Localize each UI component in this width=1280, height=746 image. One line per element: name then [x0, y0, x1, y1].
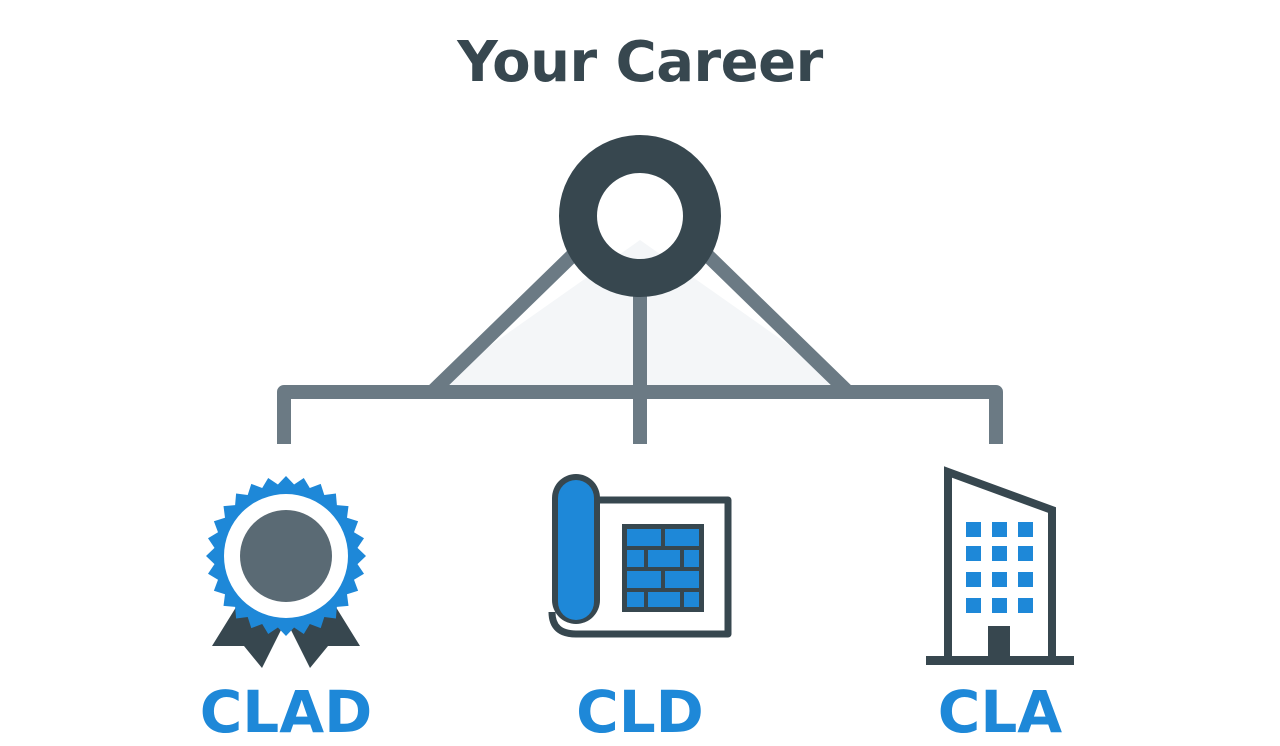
- building-window: [1018, 598, 1033, 613]
- diagram-title: Your Career: [457, 30, 823, 95]
- building-window: [992, 598, 1007, 613]
- node-label-clad: CLAD: [199, 678, 373, 746]
- building-window: [992, 572, 1007, 587]
- blueprint-plan-bricks: [627, 529, 699, 607]
- building-ground: [926, 656, 1074, 665]
- building-door: [988, 626, 1010, 660]
- building-window: [1018, 572, 1033, 587]
- building-window: [966, 546, 981, 561]
- blueprint-icon: [548, 474, 732, 638]
- connector-right-diagonal: [697, 244, 853, 398]
- building-window: [1018, 522, 1033, 537]
- node-label-cla: CLA: [937, 678, 1063, 746]
- root-ring-icon: [559, 135, 721, 297]
- connector-lines: [277, 244, 1003, 444]
- building-windows: [966, 522, 1033, 613]
- career-tree: [206, 135, 1074, 668]
- building-window: [1018, 546, 1033, 561]
- building-window: [966, 522, 981, 537]
- connector-left-diagonal: [427, 244, 583, 398]
- connector-branch-bar: [277, 385, 1003, 444]
- node-label-cld: CLD: [576, 678, 704, 746]
- building-window: [966, 598, 981, 613]
- medal-core: [240, 510, 332, 602]
- award-ribbon-icon: [206, 476, 366, 668]
- building-window: [992, 546, 1007, 561]
- blueprint-roll: [558, 480, 594, 620]
- building-window: [966, 572, 981, 587]
- office-building-icon: [926, 466, 1074, 665]
- building-window: [992, 522, 1007, 537]
